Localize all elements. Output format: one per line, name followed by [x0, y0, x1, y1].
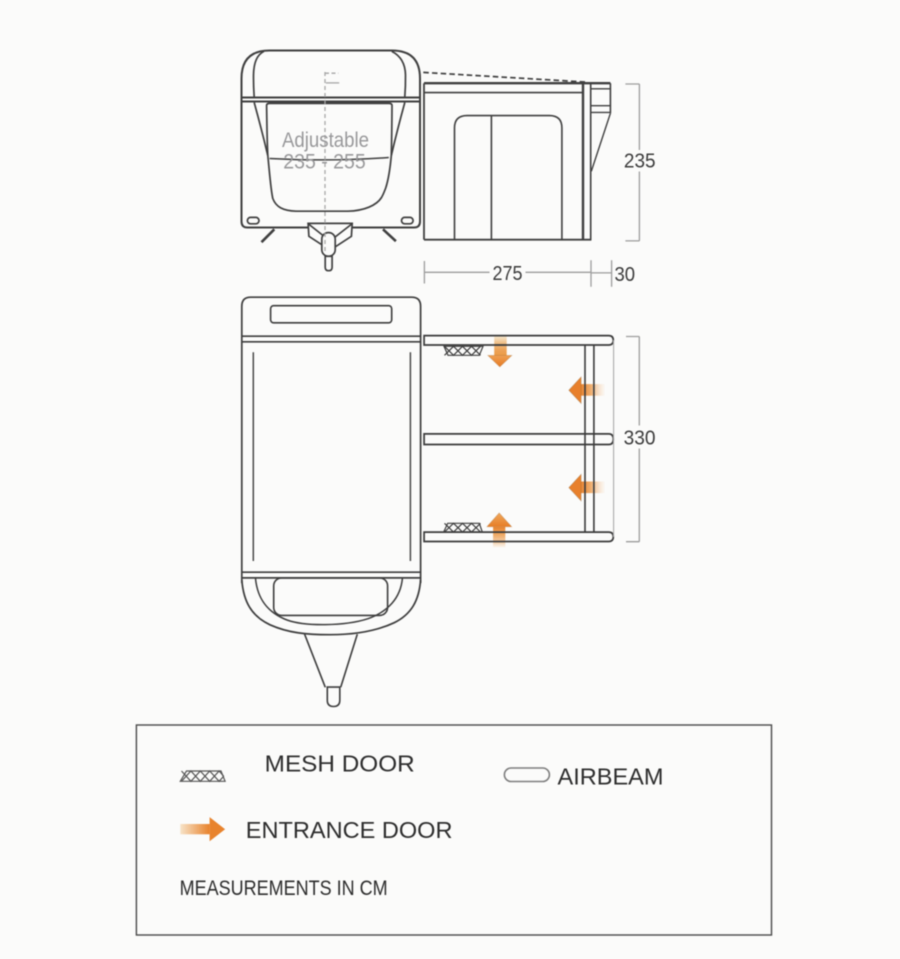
svg-text:235 - 255: 235 - 255 — [283, 150, 366, 174]
svg-text:MEASUREMENTS IN CM: MEASUREMENTS IN CM — [180, 877, 388, 900]
svg-text:ENTRANCE DOOR: ENTRANCE DOOR — [246, 817, 453, 843]
svg-text:AIRBEAM: AIRBEAM — [558, 763, 664, 789]
svg-text:235: 235 — [624, 150, 656, 173]
svg-text:MESH DOOR: MESH DOOR — [265, 751, 415, 777]
svg-text:330: 330 — [624, 426, 656, 449]
svg-text:275: 275 — [493, 262, 523, 285]
svg-text:30: 30 — [615, 263, 636, 286]
svg-text:Adjustable: Adjustable — [282, 128, 369, 152]
